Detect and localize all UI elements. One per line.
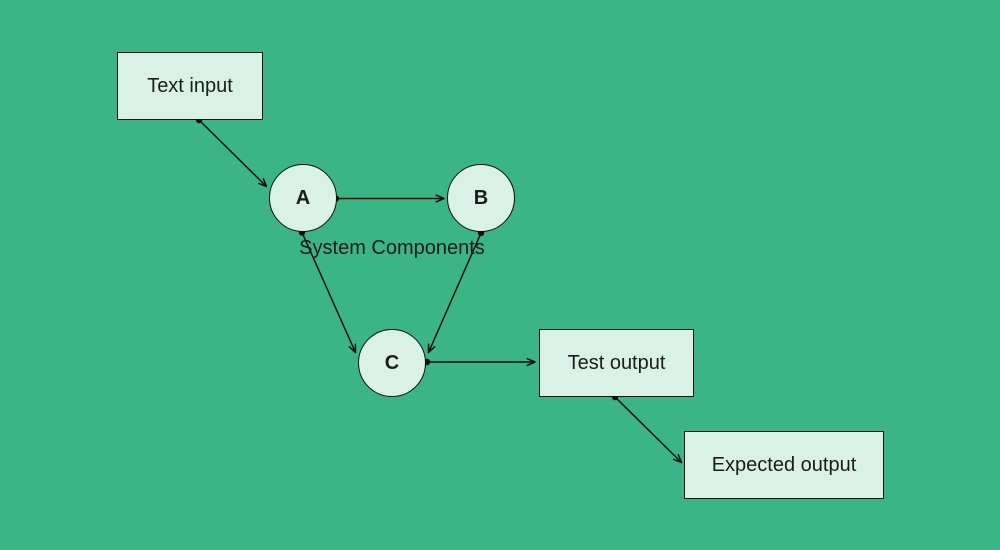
connector-a-to-b: [332, 194, 445, 203]
system-components-label: System Components: [299, 237, 485, 259]
node-expected-output-label: Expected output: [711, 454, 857, 476]
node-b-label: B: [473, 187, 489, 209]
node-expected-output[interactable]: Expected output: [684, 431, 884, 499]
connector-test-output-to-expected-output: [611, 393, 683, 464]
node-b[interactable]: B: [447, 164, 515, 232]
node-c[interactable]: C: [358, 329, 426, 397]
node-test-output-label: Test output: [567, 352, 666, 374]
node-text-input-label: Text input: [147, 75, 233, 97]
node-a-label: A: [295, 187, 311, 209]
connector-c-to-test-output: [423, 357, 536, 367]
connector-text-input-to-a: [195, 116, 268, 188]
node-text-input[interactable]: Text input: [117, 52, 263, 120]
node-a[interactable]: A: [269, 164, 337, 232]
node-test-output[interactable]: Test output: [539, 329, 694, 397]
node-c-label: C: [384, 352, 400, 374]
